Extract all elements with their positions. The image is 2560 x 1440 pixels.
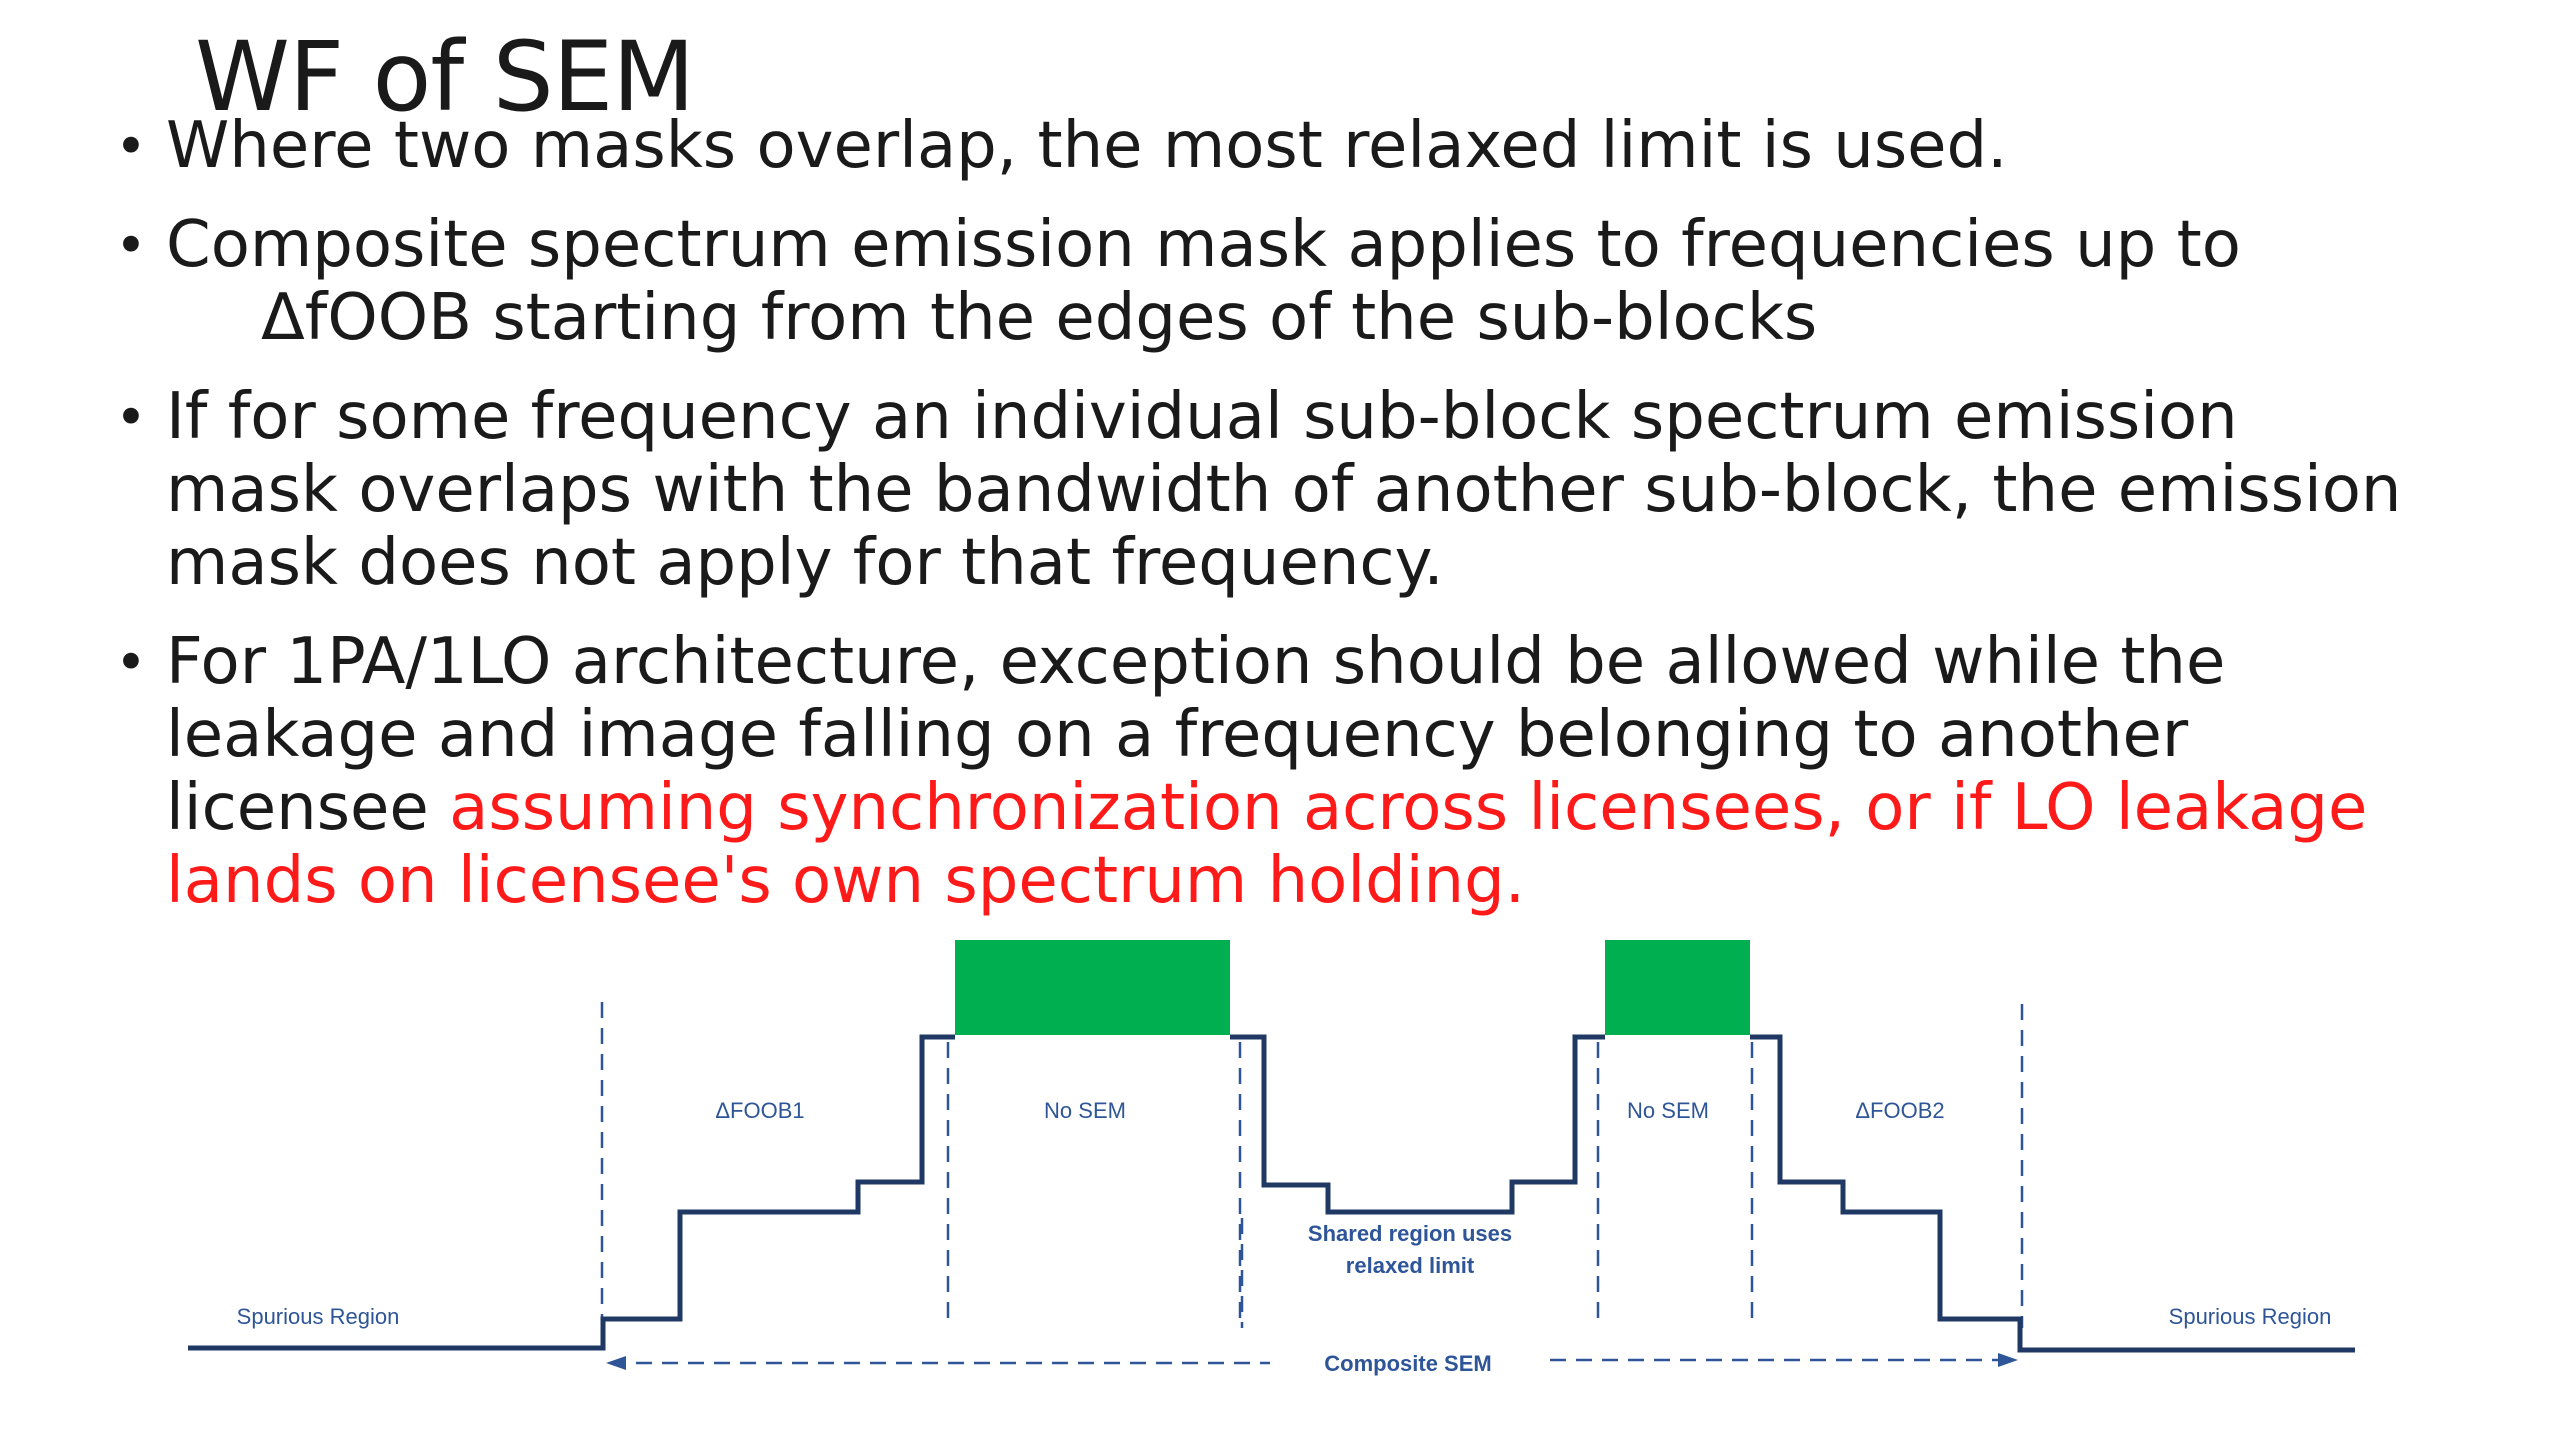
bullet-item: For 1PA/1LO architecture, exception shou… xyxy=(110,626,2410,918)
shared-region-label: relaxed limit xyxy=(1346,1253,1475,1278)
sem-mask-diagram: ΔFOOB1 No SEM No SEM ΔFOOB2 Shared regio… xyxy=(188,940,2355,1376)
boundary-lines xyxy=(600,1002,2024,1330)
foob2-label: ΔFOOB2 xyxy=(1855,1098,1944,1123)
bullet-item: Composite spectrum emission mask applies… xyxy=(110,209,2410,355)
emission-mask-line xyxy=(188,1034,955,1351)
no-sem-label: No SEM xyxy=(1044,1098,1126,1123)
emission-mask-line xyxy=(1230,1034,1605,1215)
sub-block-2 xyxy=(1605,940,1750,1035)
bullet-text: Where two masks overlap, the most relaxe… xyxy=(166,109,2008,183)
composite-sem-arrow xyxy=(606,1353,2018,1370)
composite-sem-label: Composite SEM xyxy=(1324,1351,1491,1376)
emission-mask-line xyxy=(1750,1034,2355,1353)
no-sem-label: No SEM xyxy=(1627,1098,1709,1123)
bullet-text: If for some frequency an individual sub-… xyxy=(166,380,2402,600)
sub-block-1 xyxy=(955,940,1230,1035)
shared-region-label: Shared region uses xyxy=(1308,1221,1512,1246)
spurious-region-label: Spurious Region xyxy=(2169,1304,2332,1329)
foob1-label: ΔFOOB1 xyxy=(715,1098,804,1123)
bullet-highlight-text: assuming synchronization across licensee… xyxy=(166,771,2368,918)
bullet-text-continued: ΔfOOB starting from the edges of the sub… xyxy=(261,281,1818,355)
bullet-text: Composite spectrum emission mask applies… xyxy=(166,208,2241,282)
bullet-item: Where two masks overlap, the most relaxe… xyxy=(110,109,2410,184)
bullet-text: For 1PA/1LO architecture, exception shou… xyxy=(166,625,2226,845)
spurious-region-label: Spurious Region xyxy=(237,1304,400,1329)
bullet-item: If for some frequency an individual sub-… xyxy=(110,381,2410,600)
bullet-list: Where two masks overlap, the most relaxe… xyxy=(110,110,2410,944)
